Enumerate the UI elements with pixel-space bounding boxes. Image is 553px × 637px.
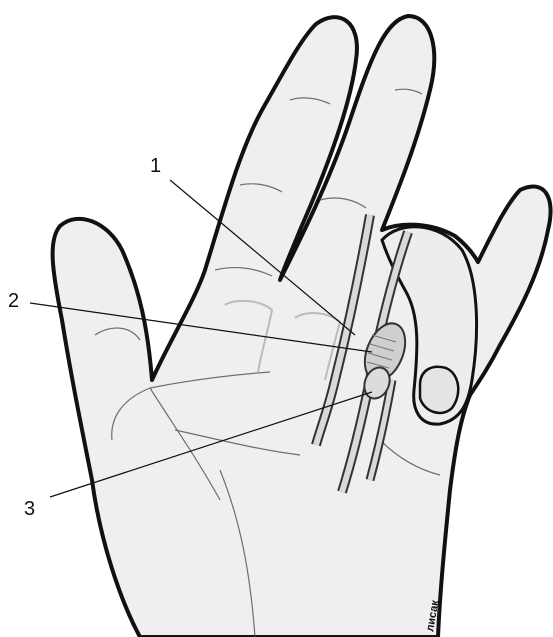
label-1: 1 <box>150 155 161 177</box>
fingernail <box>420 367 458 413</box>
label-3: 3 <box>24 498 35 520</box>
label-2: 2 <box>8 290 19 312</box>
